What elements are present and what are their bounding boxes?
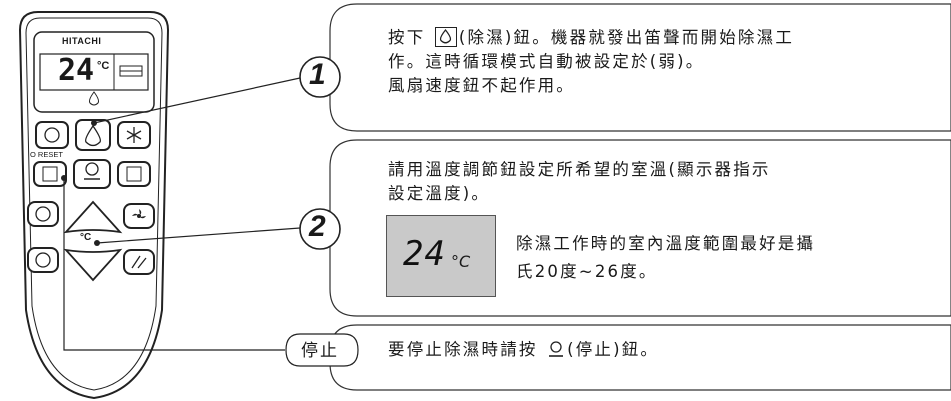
step2-number: 2 xyxy=(309,210,326,243)
lcd-example: 24 °C xyxy=(386,215,496,297)
louver-direction-button[interactable] xyxy=(123,249,155,275)
louver-icon xyxy=(131,255,147,269)
step1-leader xyxy=(93,77,301,124)
step2-note-line1: 除濕工作時的室內溫度範圍最好是攝 xyxy=(516,234,816,253)
temp-up-button[interactable] xyxy=(63,200,123,234)
remote-inner-outline xyxy=(25,17,163,391)
stop-icon xyxy=(84,162,100,180)
fan-icon xyxy=(132,209,146,219)
step1-line2: 作。這時循環模式自動被設定於(弱)。 xyxy=(388,52,705,71)
step1-line1-post: (除濕)鈕。機器就發出笛聲而開始除濕工 xyxy=(458,28,795,47)
stop-inline-icon xyxy=(547,339,565,359)
dehumidify-button[interactable] xyxy=(75,119,111,151)
stop-text: 要停止除濕時請按 (停止)鈕。 xyxy=(388,338,659,362)
droplet-icon xyxy=(85,124,101,147)
remote-reset-label: O RESET xyxy=(30,150,63,159)
remote-lcd-droplet-icon xyxy=(89,91,99,106)
stop-label-box xyxy=(285,333,359,367)
step1-line1-pre: 按下 xyxy=(388,28,426,47)
step1-badge xyxy=(299,56,341,98)
step2-panel xyxy=(329,139,951,317)
step1-panel xyxy=(329,3,951,132)
timer-icon xyxy=(35,206,51,222)
stop-text-pre: 要停止除濕時請按 xyxy=(388,340,538,359)
stop-label: 停止 xyxy=(301,341,339,361)
remote-lcd xyxy=(39,53,149,91)
remote-rocker-unit: °C xyxy=(80,232,92,243)
heat-button[interactable] xyxy=(33,161,67,187)
stop-leader xyxy=(63,178,285,351)
step1-number: 1 xyxy=(309,58,326,91)
timer-off-button[interactable] xyxy=(27,247,59,273)
stop-button[interactable] xyxy=(73,159,111,189)
dehumidify-inline-icon xyxy=(434,27,457,47)
remote-lcd-temp: 24 xyxy=(58,53,95,88)
step2-text: 請用溫度調節鈕設定所希望的室溫(顯示器指示 設定溫度)。 xyxy=(388,158,771,206)
lcd-example-digits: 24 xyxy=(403,234,446,274)
step2-note-line2: 氏20度~26度。 xyxy=(516,262,658,281)
step1-text: 按下 (除濕)鈕。機器就發出笛聲而開始除濕工 作。這時循環模式自動被設定於(弱)… xyxy=(388,26,794,98)
stop-text-post: (停止)鈕。 xyxy=(567,340,660,359)
step2-line1: 請用溫度調節鈕設定所希望的室溫(顯示器指示 xyxy=(388,160,771,179)
louver-button[interactable] xyxy=(117,161,151,187)
temp-down-button[interactable] xyxy=(63,248,123,282)
remote-lcd-unit: °C xyxy=(97,60,110,72)
step1-line3: 風扇速度鈕不起作用。 xyxy=(388,76,575,95)
swing-button[interactable] xyxy=(35,121,69,149)
remote-brand: HITACHI xyxy=(62,36,102,46)
step2-line2: 設定溫度)。 xyxy=(388,184,491,203)
timer-on-button[interactable] xyxy=(27,201,59,227)
remote-display-frame xyxy=(33,31,155,113)
step2-badge xyxy=(299,208,341,250)
step2-note: 除濕工作時的室內溫度範圍最好是攝 氏20度~26度。 xyxy=(516,230,815,286)
lcd-example-unit: °C xyxy=(451,252,471,271)
droplet-icon xyxy=(439,28,451,44)
step2-leader xyxy=(96,227,301,244)
snowflake-icon xyxy=(126,127,142,143)
